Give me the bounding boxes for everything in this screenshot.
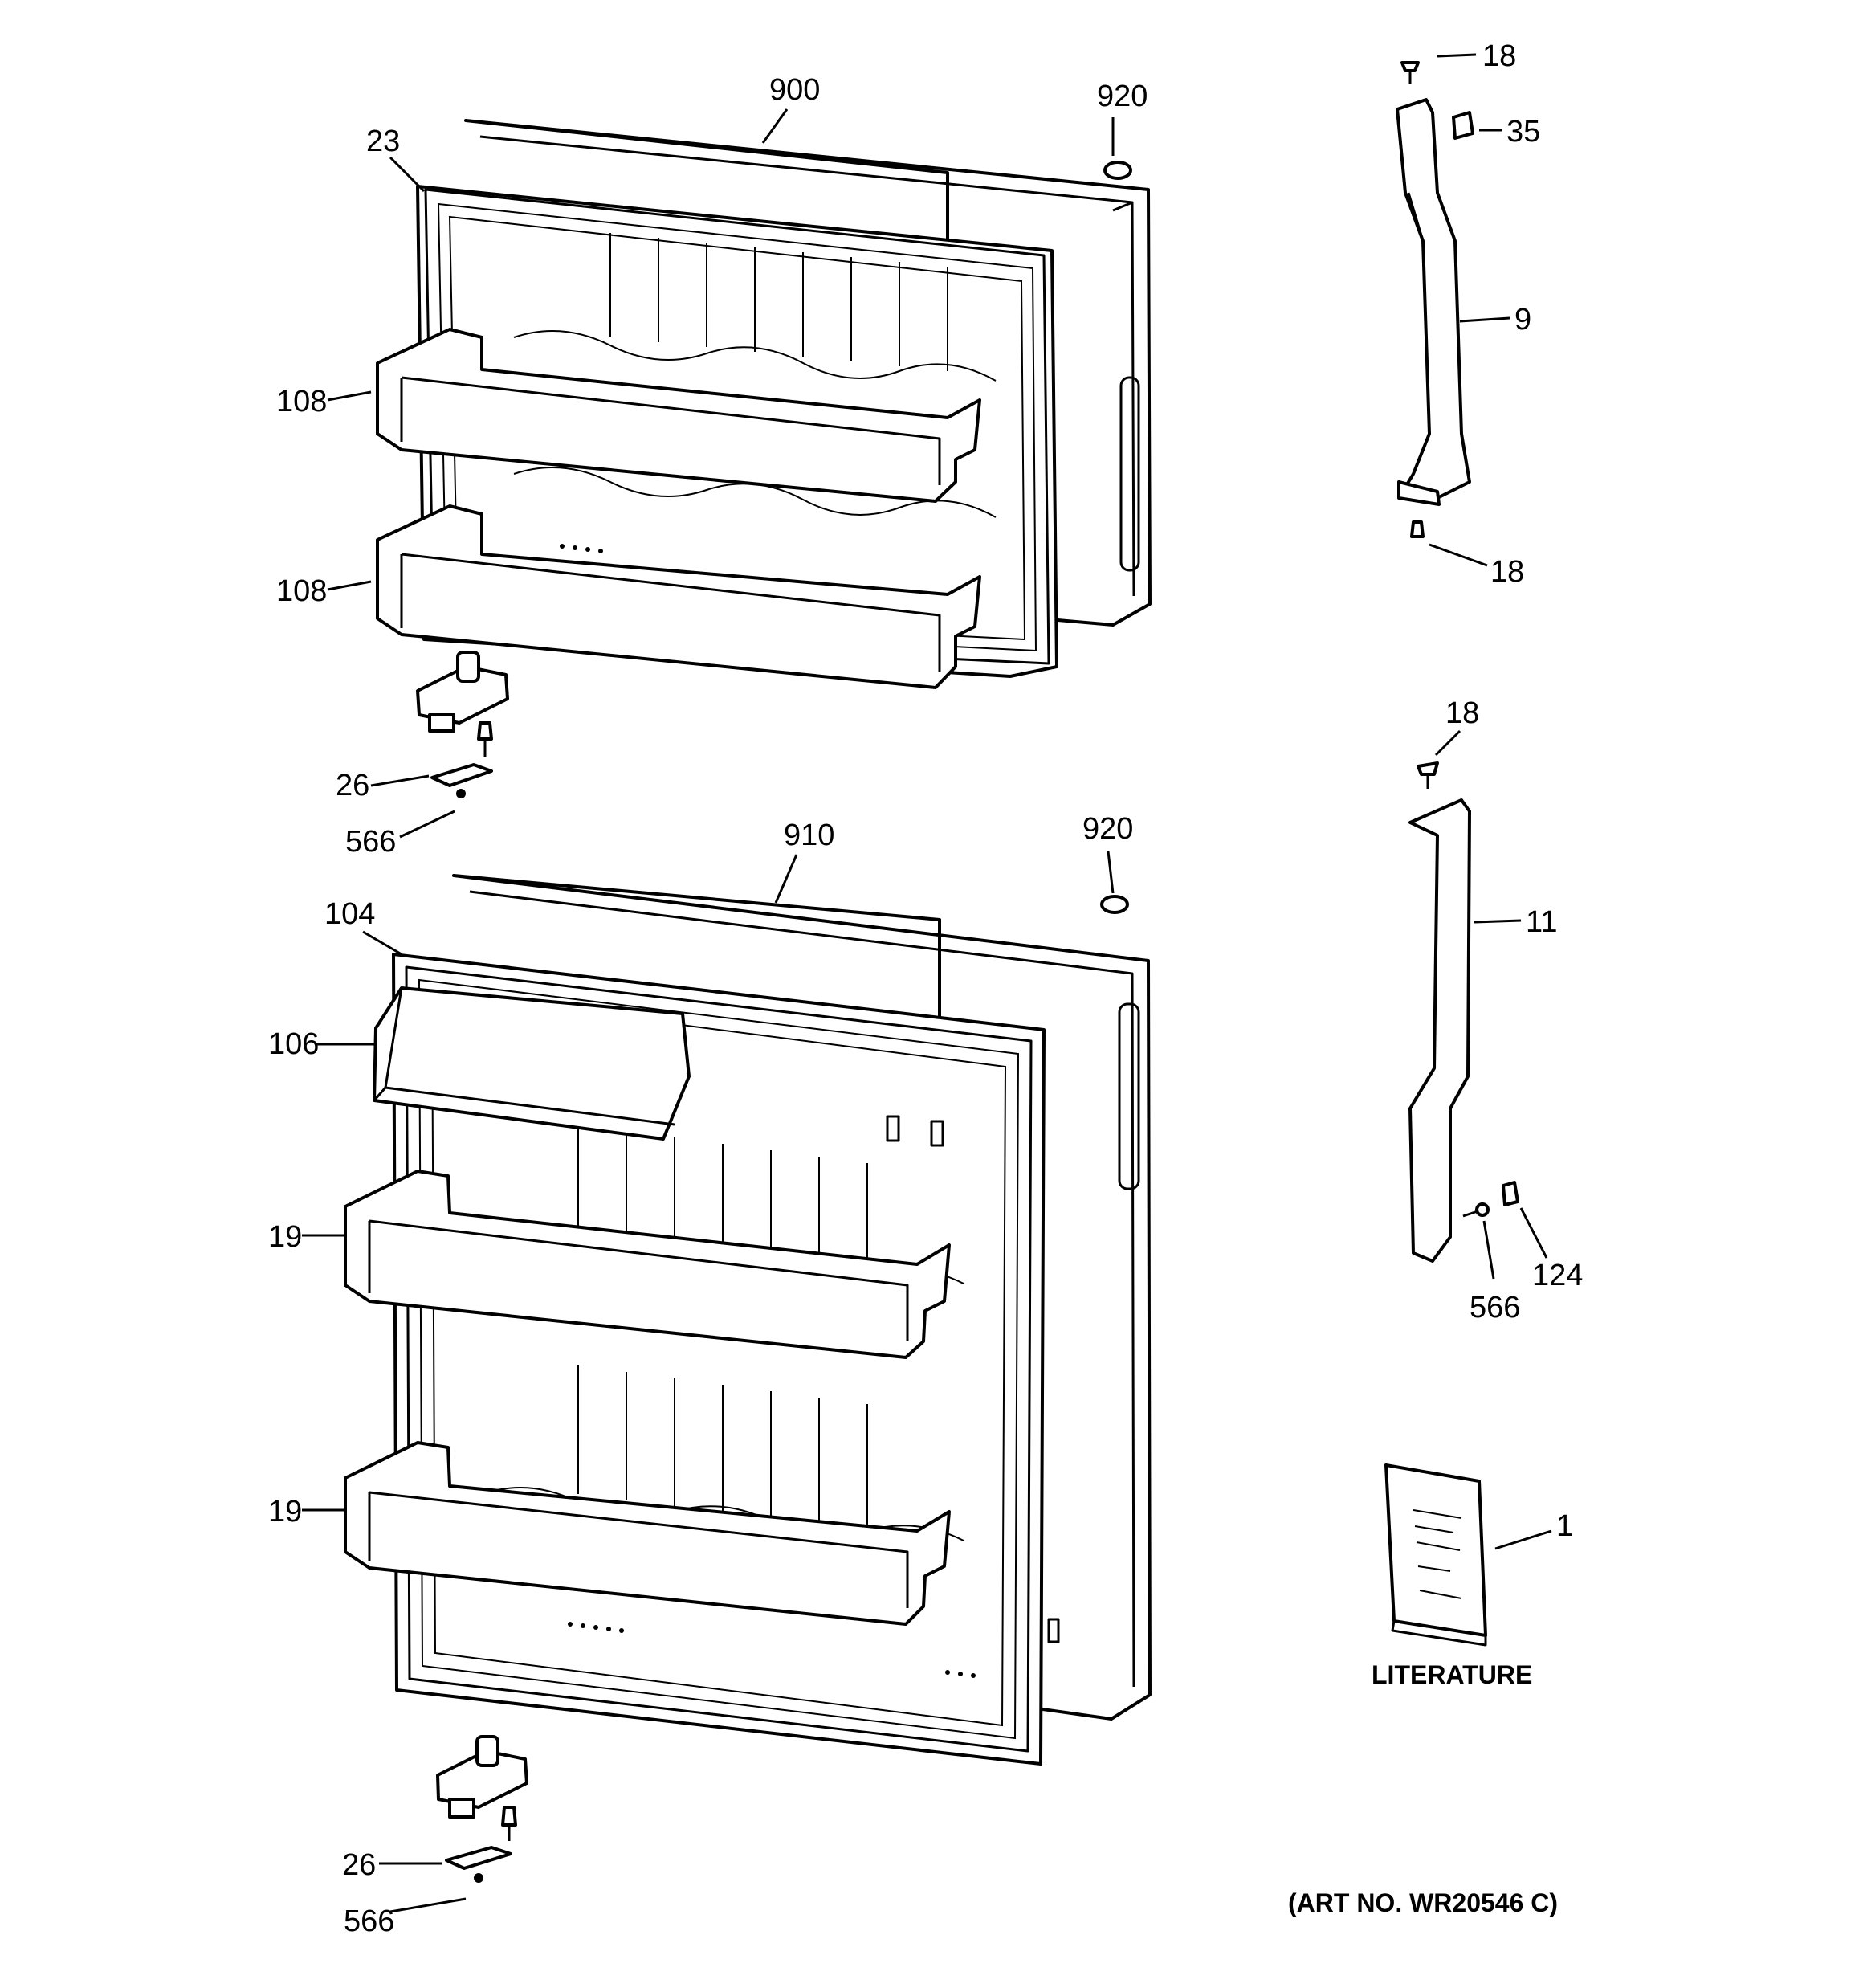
label-910: 910 — [784, 818, 834, 852]
label-900: 900 — [769, 73, 820, 107]
label-920-lower: 920 — [1082, 812, 1133, 846]
label-566-upper: 566 — [345, 825, 396, 859]
label-19-upper: 19 — [268, 1220, 302, 1254]
label-23: 23 — [366, 125, 400, 158]
literature-booklet — [1384, 1463, 1487, 1647]
cap-920-lower — [1100, 895, 1129, 914]
label-124: 124 — [1532, 1259, 1583, 1292]
label-920-upper: 920 — [1097, 80, 1148, 113]
cap-920-upper — [1103, 161, 1132, 180]
label-566-lower: 566 — [344, 1904, 394, 1938]
label-26-lower: 26 — [342, 1848, 376, 1882]
label-26-upper: 26 — [336, 769, 369, 802]
art-number: (ART NO. WR20546 C) — [1288, 1888, 1558, 1917]
label-11: 11 — [1526, 905, 1557, 939]
part-labels: 900 920 23 108 108 26 566 910 920 104 10… — [268, 39, 1583, 1938]
label-104: 104 — [324, 897, 375, 931]
literature-caption: LITERATURE — [1372, 1660, 1532, 1689]
label-566-handle: 566 — [1470, 1291, 1520, 1325]
leader-lines — [302, 53, 1552, 1913]
lower-handle — [1408, 761, 1519, 1263]
label-108-upper: 108 — [276, 385, 327, 418]
label-9: 9 — [1514, 303, 1531, 337]
label-18-b: 18 — [1490, 555, 1524, 589]
upper-door — [376, 119, 1152, 689]
label-19-lower: 19 — [268, 1495, 302, 1529]
label-108-lower: 108 — [276, 574, 327, 608]
label-106: 106 — [268, 1027, 319, 1061]
upper-handle — [1396, 61, 1474, 538]
lower-door — [344, 874, 1152, 1766]
label-18-c: 18 — [1445, 696, 1479, 730]
label-35: 35 — [1506, 115, 1540, 149]
lower-hinge — [436, 1735, 528, 1883]
upper-hinge — [416, 651, 509, 798]
label-18-a: 18 — [1482, 39, 1516, 73]
label-1: 1 — [1556, 1509, 1573, 1543]
